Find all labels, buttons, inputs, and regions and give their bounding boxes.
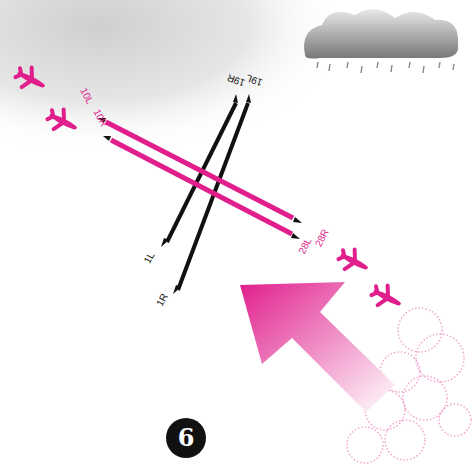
runway-label: 1L (143, 251, 157, 266)
runway-label: 1R (155, 292, 170, 308)
fog-area (0, 0, 330, 170)
callout-number: 6 (178, 426, 195, 450)
runways (98, 94, 302, 294)
runway-label: 28R (313, 228, 330, 249)
wind-arrow (240, 282, 395, 412)
callout-circle: 6 (166, 418, 206, 458)
aircraft (13, 63, 406, 314)
rain-cloud (304, 9, 458, 73)
runway-label: 28L (297, 236, 313, 255)
